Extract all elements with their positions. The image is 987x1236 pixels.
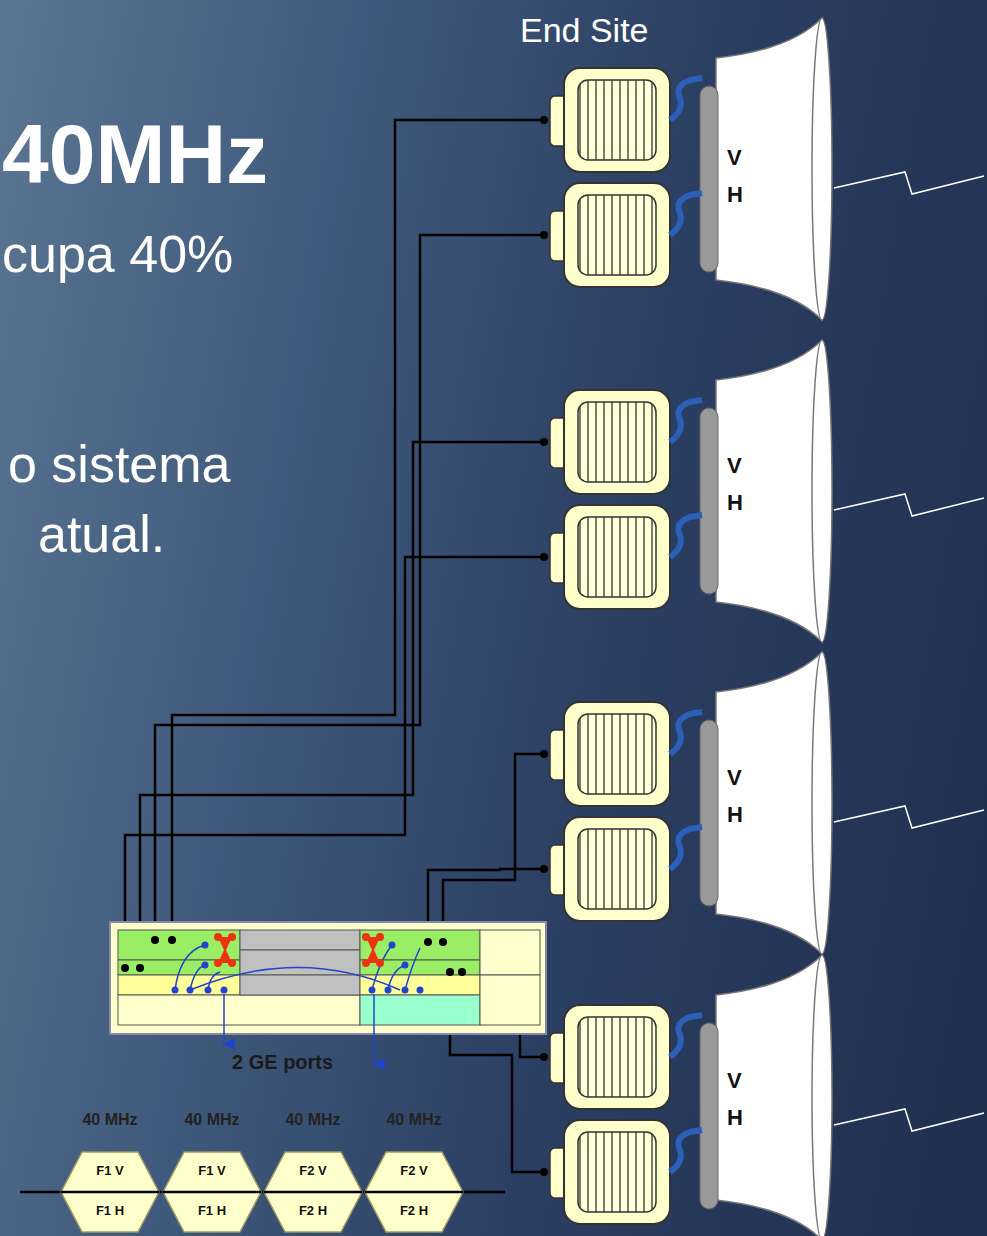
slide-title: 40MHz <box>2 108 268 200</box>
bandwidth-label: 40 MHz <box>263 1111 363 1129</box>
waveguide <box>670 78 702 120</box>
channel-label: F1 H <box>60 1203 160 1218</box>
idu-chassis <box>110 922 546 1064</box>
radio-unit <box>564 68 670 172</box>
waveguide <box>670 827 702 869</box>
radio-fins <box>578 195 656 275</box>
connector-dot <box>540 116 548 124</box>
waveguide <box>670 193 702 235</box>
bandwidth-label: 40 MHz <box>162 1111 262 1129</box>
polarization-label: V <box>727 766 742 790</box>
dish <box>716 652 822 954</box>
radio-fins <box>578 517 656 597</box>
cable <box>443 754 540 942</box>
radio-fins <box>578 714 656 794</box>
antenna-assembly <box>540 652 984 954</box>
channel-label: F1 H <box>162 1203 262 1218</box>
connector-dot <box>540 231 548 239</box>
radio-unit <box>564 183 670 287</box>
polarization-label: V <box>727 146 742 170</box>
cable <box>140 442 540 968</box>
connector-dot <box>540 1053 548 1061</box>
cable <box>125 557 540 968</box>
antenna-assembly <box>540 18 984 320</box>
radio-unit <box>564 390 670 494</box>
polarization-label: H <box>727 803 743 827</box>
connector-dot <box>540 865 548 873</box>
antenna-assembly <box>540 340 984 642</box>
frequency-hexagon: 40 MHz F2 V F2 H <box>364 1111 464 1233</box>
waveguide <box>670 400 702 442</box>
dish-rim <box>812 652 832 954</box>
waveguide <box>670 712 702 754</box>
port-label: 2 GE ports <box>232 1051 333 1073</box>
polarization-label: H <box>727 491 743 515</box>
radio-unit <box>564 702 670 806</box>
dish <box>716 18 822 320</box>
channel-label: F2 H <box>263 1203 363 1218</box>
radio-unit <box>564 817 670 921</box>
frequency-hexagon: 40 MHz F2 V F2 H <box>263 1111 363 1233</box>
channel-label: F2 V <box>263 1163 363 1178</box>
dish <box>716 340 822 642</box>
channel-label: F1 V <box>162 1163 262 1178</box>
bandwidth-label: 40 MHz <box>364 1111 464 1129</box>
waveguide <box>670 1015 702 1057</box>
feed-plate <box>700 408 718 594</box>
slide-text: atual. <box>38 506 165 563</box>
bandwidth-label: 40 MHz <box>60 1111 160 1129</box>
channel-label: F2 H <box>364 1203 464 1218</box>
connector-dot <box>540 553 548 561</box>
antenna-assembly <box>540 955 984 1236</box>
radio-link-symbol <box>834 806 984 828</box>
radio-fins <box>578 80 656 160</box>
polarization-label: V <box>727 454 742 478</box>
dish <box>716 955 822 1236</box>
frequency-hexagon: 40 MHz F1 V F1 H <box>162 1111 262 1233</box>
radio-unit <box>564 505 670 609</box>
slide-text: cupa 40% <box>2 226 233 283</box>
channel-label: F2 V <box>364 1163 464 1178</box>
radio-link-symbol <box>834 172 984 194</box>
connector-dot <box>540 750 548 758</box>
radio-fins <box>578 829 656 909</box>
radio-fins <box>578 1132 656 1212</box>
polarization-label: H <box>727 1106 743 1130</box>
radio-link-symbol <box>834 494 984 516</box>
feed-plate <box>700 720 718 906</box>
connector-dot <box>540 438 548 446</box>
dish-rim <box>812 18 832 320</box>
radio-fins <box>578 402 656 482</box>
feed-plate <box>700 86 718 272</box>
frequency-hexagon: 40 MHz F1 V F1 H <box>60 1111 160 1233</box>
dish-rim <box>812 340 832 642</box>
radio-unit <box>564 1120 670 1224</box>
radio-fins <box>578 1017 656 1097</box>
spectrum-axis <box>20 1191 505 1194</box>
radio-unit <box>564 1005 670 1109</box>
site-label: End Site <box>520 12 649 49</box>
dish-rim <box>812 955 832 1236</box>
connector-dot <box>540 1168 548 1176</box>
radio-link-symbol <box>834 1109 984 1131</box>
channel-label: F1 V <box>60 1163 160 1178</box>
waveguide <box>670 515 702 557</box>
polarization-label: H <box>727 183 743 207</box>
slide-text: o sistema <box>8 436 231 493</box>
polarization-label: V <box>727 1069 742 1093</box>
waveguide <box>670 1130 702 1172</box>
feed-plate <box>700 1023 718 1209</box>
